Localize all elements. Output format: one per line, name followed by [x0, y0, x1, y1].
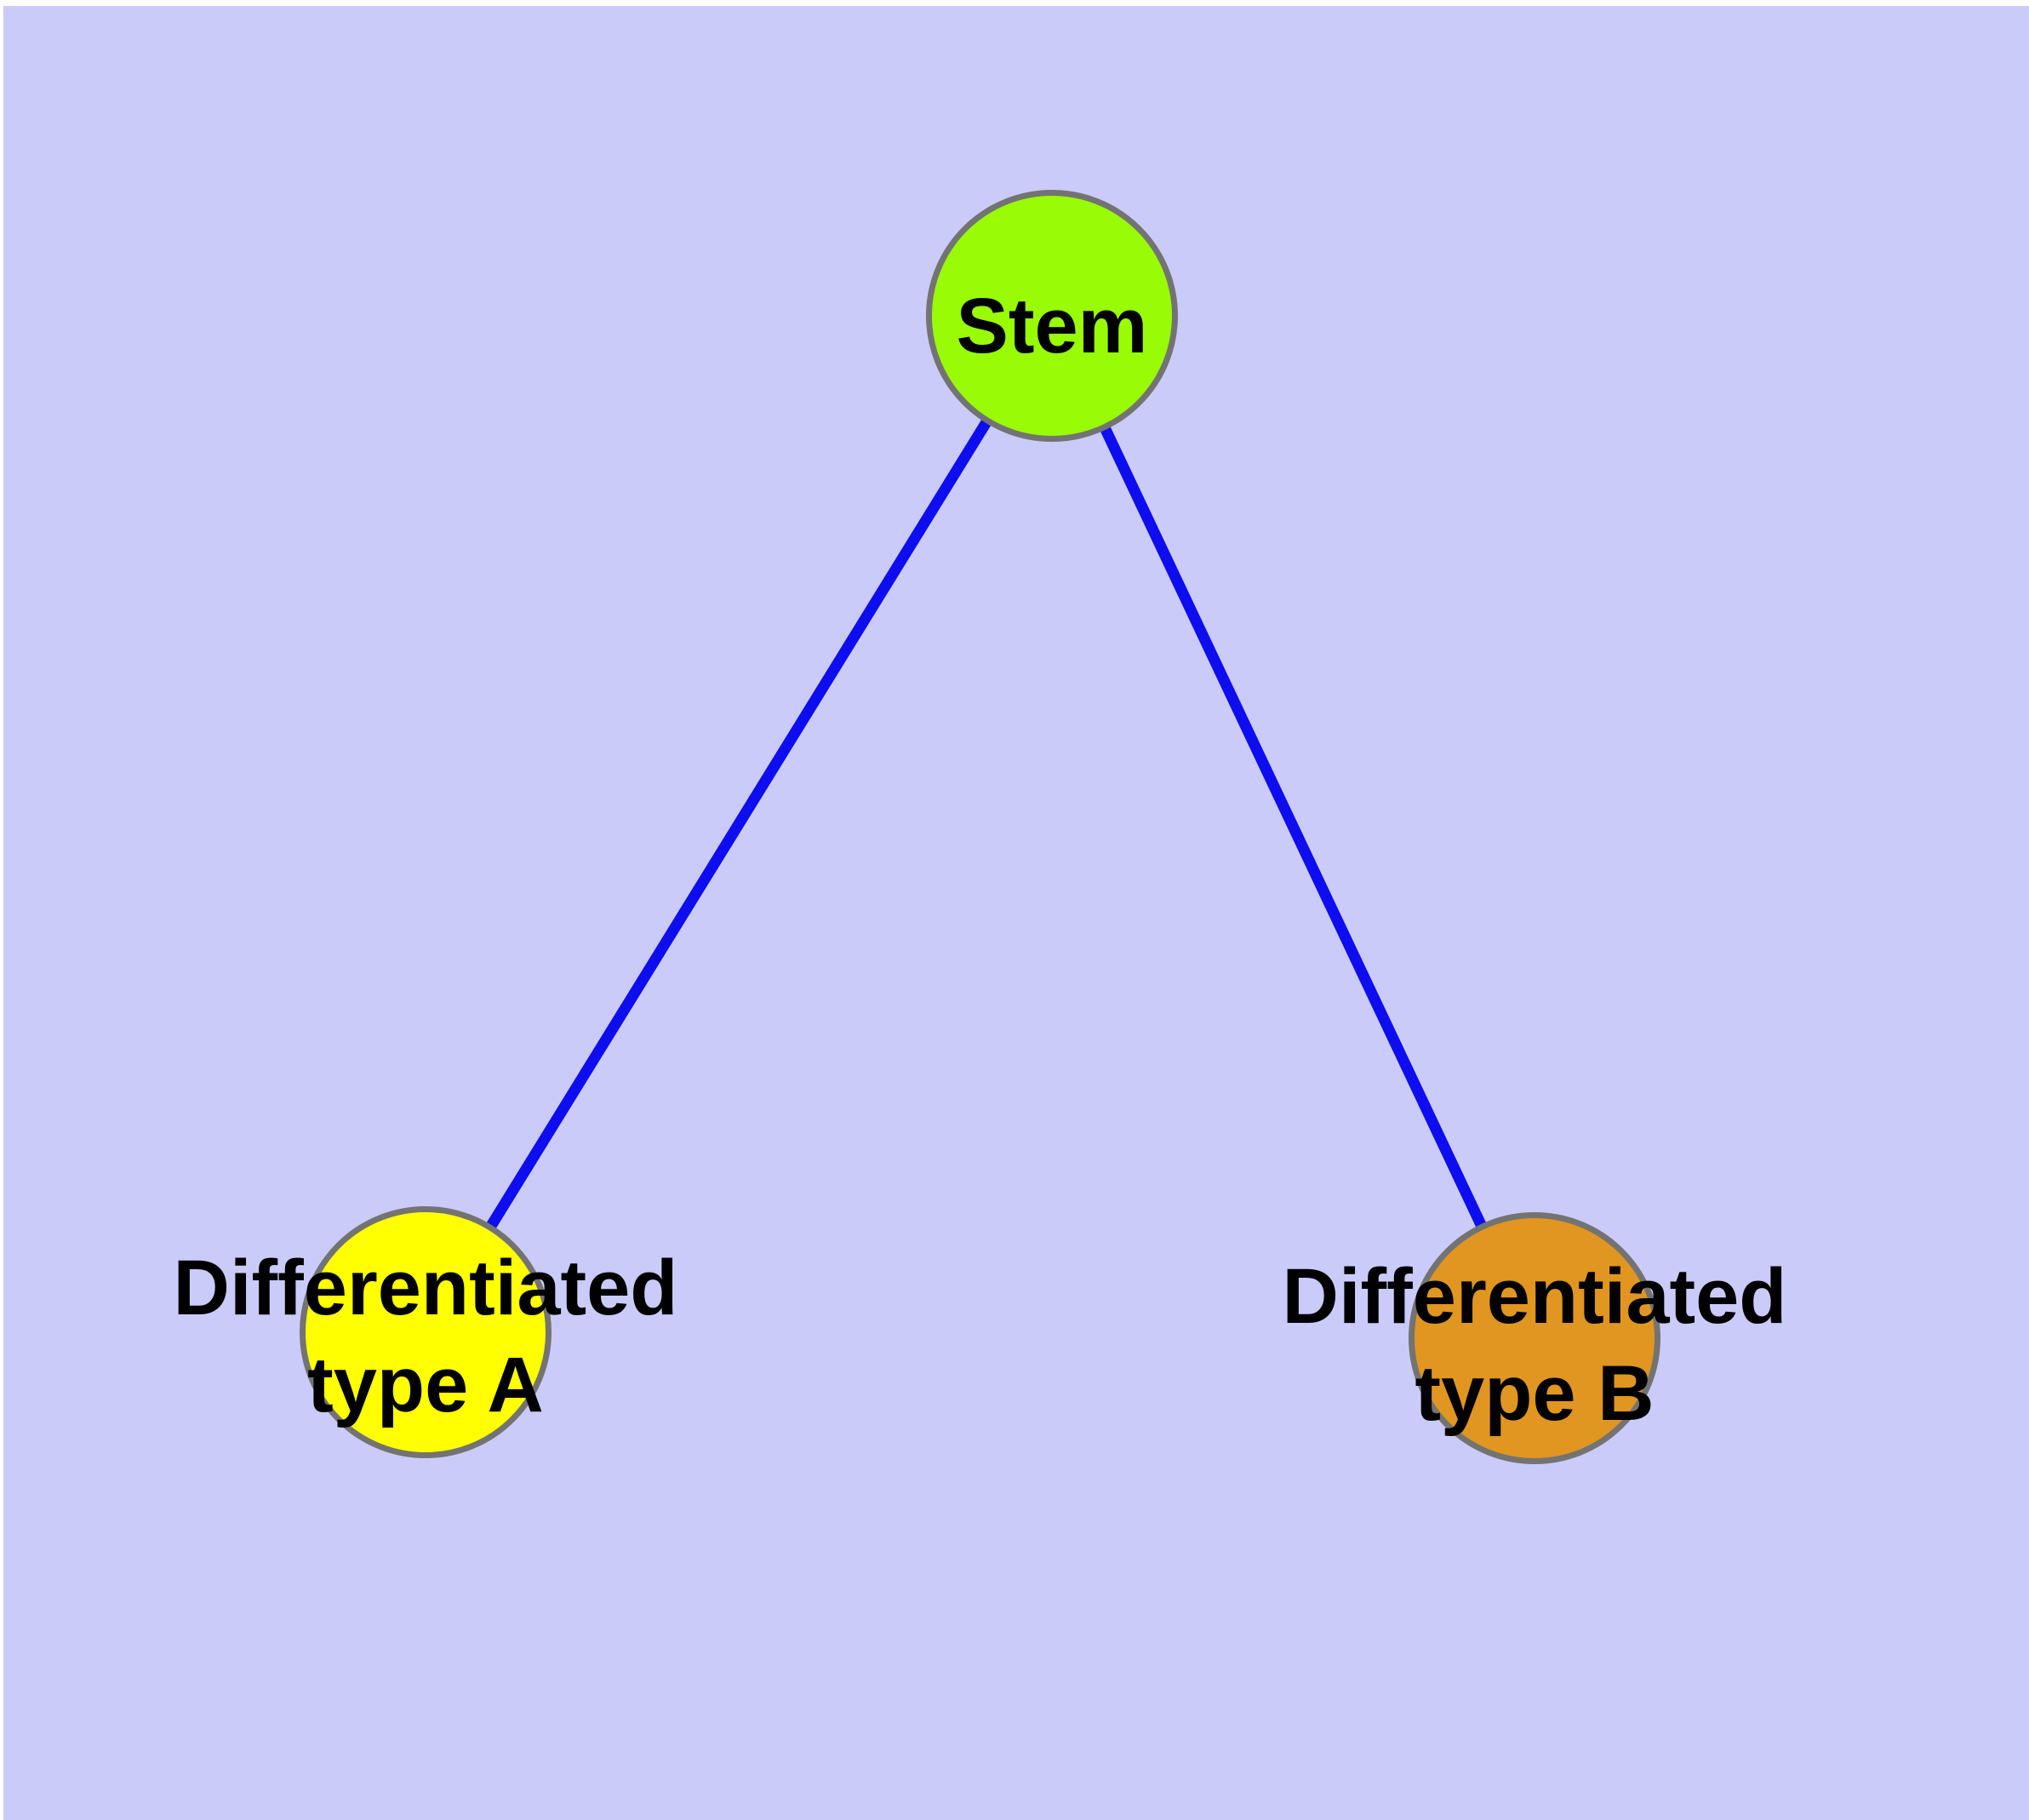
node-label-line: Differentiated: [173, 1245, 678, 1331]
edge-stem-to-differentiated-type-b: [1047, 313, 1540, 1341]
node-label-differentiated-type-b: Differentiated type B: [1152, 1248, 1918, 1442]
node-label-stem: Stem: [669, 278, 1435, 375]
node-label-line: Differentiated: [1282, 1253, 1787, 1340]
edge-stem-to-differentiated-type-a: [420, 312, 1057, 1336]
node-stem: [926, 190, 1178, 442]
node-label-differentiated-type-a: Differentiated type A: [43, 1239, 809, 1434]
edges-layer: [420, 312, 1540, 1341]
diagram-canvas: Stem Differentiated type A Differentiate…: [3, 6, 2029, 1820]
node-label-line: type B: [1415, 1350, 1655, 1437]
node-differentiated-type-b: [1409, 1212, 1660, 1464]
node-label-line: type A: [307, 1342, 544, 1428]
node-differentiated-type-a: [300, 1206, 552, 1458]
node-label-line: Stem: [956, 283, 1148, 369]
